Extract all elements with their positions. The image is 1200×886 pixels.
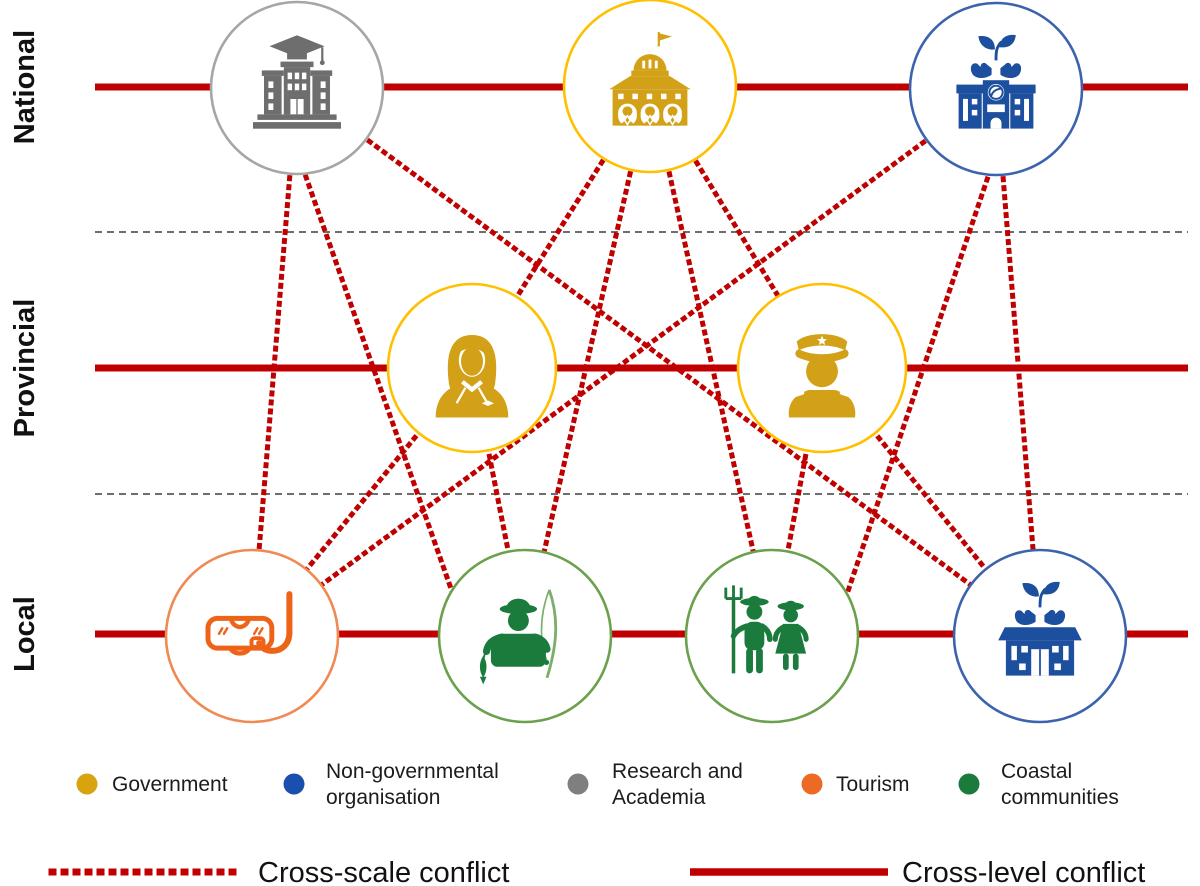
- node-national-government: [562, 0, 738, 174]
- node-national-academia: [209, 0, 385, 176]
- cross-scale-line-national-academia--local-fishers: [296, 156, 459, 604]
- level-label-provincial: Provincial: [9, 299, 41, 438]
- ngo-legend-dot: [283, 773, 305, 795]
- node-provincial-government-civil: [386, 282, 558, 454]
- cross-level-legend-label: Cross-level conflict: [902, 857, 1145, 886]
- cross-scale-line-national-academia--local-ngo: [293, 84, 1044, 640]
- cross-scale-line-national-ngo--local-ngo: [993, 86, 1043, 639]
- node-local-ngo: [952, 548, 1128, 724]
- node-local-tourism: [164, 548, 340, 724]
- legend-label-research-line2: Academia: [612, 786, 706, 809]
- node-provincial-government-enforcement: [736, 282, 908, 454]
- level-label-national: National: [9, 30, 41, 144]
- legend-label-government: Government: [112, 773, 228, 796]
- level-separator-layer: [95, 231, 1188, 495]
- legend-label-coastal-line1: Coastal: [1001, 760, 1072, 783]
- cross-scale-line-national-government--local-farmers: [647, 83, 775, 639]
- node-national-ngo: [908, 1, 1084, 177]
- government-legend-dot: [76, 773, 98, 795]
- research-legend-dot: [567, 773, 589, 795]
- coastal-legend-dot: [958, 773, 980, 795]
- legend-label-tourism: Tourism: [836, 773, 910, 796]
- sector-legend: Government Non-governmental organisation…: [76, 760, 1119, 809]
- legend-label-ngo-line2: organisation: [326, 786, 440, 809]
- local-tourism-circle: [164, 548, 340, 724]
- legend-label-coastal-line2: communities: [1001, 786, 1119, 809]
- level-label-local: Local: [9, 596, 41, 672]
- cross-scale-line-national-academia--local-tourism: [249, 85, 300, 639]
- actor-nodes-layer: [164, 0, 1128, 724]
- tourism-legend-dot: [801, 773, 823, 795]
- cross-scale-legend-label: Cross-scale conflict: [258, 857, 509, 886]
- cross-scale-line-national-ngo--local-tourism: [248, 85, 1000, 640]
- cross-scale-line-national-government--local-fishers: [522, 83, 653, 639]
- legend-label-research-line1: Research and: [612, 760, 743, 783]
- legend-label-ngo-line1: Non-governmental: [326, 760, 499, 783]
- node-local-fishers: [437, 548, 613, 724]
- node-local-farmers: [684, 548, 860, 724]
- line-style-legend: Cross-scale conflict Cross-level conflic…: [48, 857, 1145, 886]
